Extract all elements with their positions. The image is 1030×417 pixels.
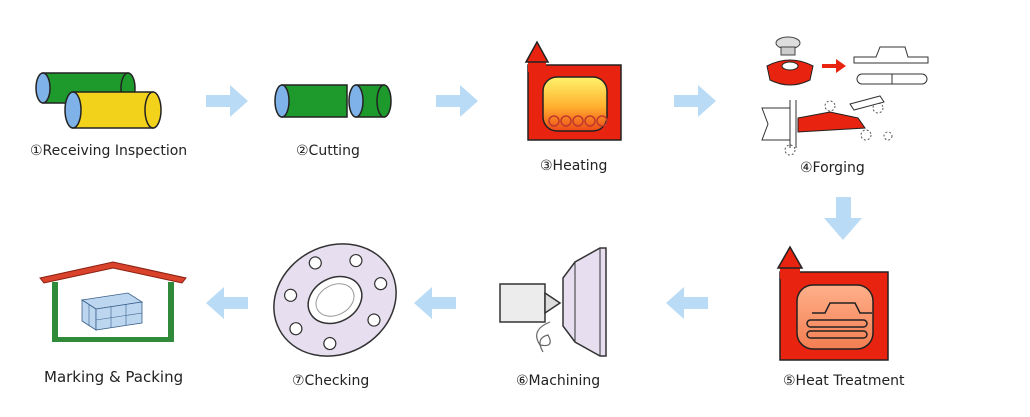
step-label-marking-packing: Marking & Packing xyxy=(44,368,184,386)
heating-furnace-icon xyxy=(524,40,622,141)
flow-arrow-4-5 xyxy=(824,197,862,240)
step-label-forging: ④Forging xyxy=(800,160,865,176)
flow-arrow-3-4 xyxy=(674,85,716,117)
checking-flange-icon xyxy=(273,243,397,357)
step-label-heat-treatment: ⑤Heat Treatment xyxy=(783,373,905,389)
step-label-receiving-inspection: ①Receiving Inspection xyxy=(30,143,188,159)
flow-arrow-7-8 xyxy=(206,287,248,319)
step-label-machining: ⑥Machining xyxy=(516,373,601,389)
flow-arrow-5-6 xyxy=(666,287,708,319)
machining-icon xyxy=(499,247,607,357)
forging-icon xyxy=(761,36,929,156)
flow-arrow-1-2 xyxy=(206,85,248,117)
receiving-inspection-icon xyxy=(35,72,162,129)
cutting-icon xyxy=(274,84,392,118)
step-label-cutting: ②Cutting xyxy=(296,143,360,159)
flow-arrow-6-7 xyxy=(414,287,456,319)
step-label-checking: ⑦Checking xyxy=(292,373,370,389)
heat-treatment-furnace-icon xyxy=(776,245,889,361)
marking-packing-house-icon xyxy=(39,261,187,342)
flow-arrow-2-3 xyxy=(436,85,478,117)
step-label-heating: ③Heating xyxy=(540,158,608,174)
